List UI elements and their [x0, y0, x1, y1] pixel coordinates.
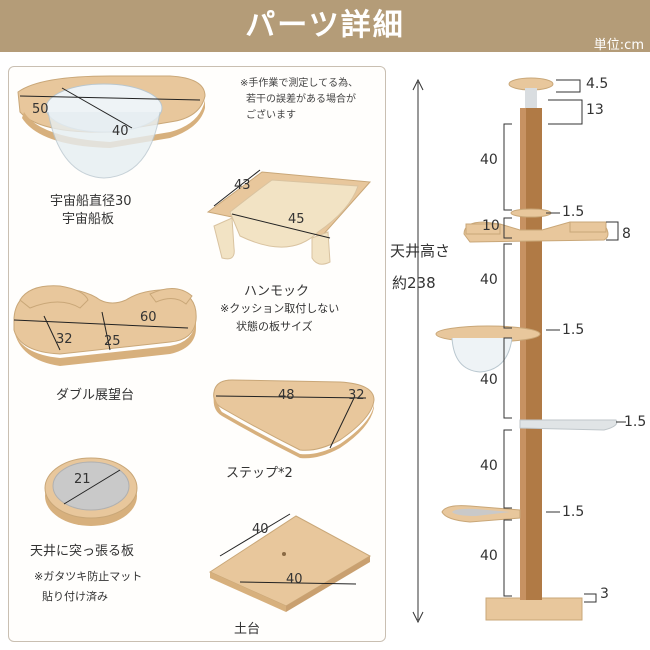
tower-dim-board1: 1.5 [562, 204, 585, 220]
spaceship-label: 宇宙船直径30 [50, 194, 132, 209]
note-line: ※手作業で測定してる為、 [240, 78, 359, 89]
base-dim-b: 40 [286, 572, 303, 587]
tower-dimension-lines [503, 79, 626, 603]
ceiling-dim-a: 21 [74, 472, 91, 487]
hammock-dim-a: 43 [234, 178, 251, 193]
measurement-note: ※手作業で測定してる為、 若干の誤差がある場合が ございます [240, 76, 358, 124]
hammock-illustration [206, 169, 372, 265]
tower-dim-board2: 1.5 [562, 322, 585, 338]
tower-dim-seg2: 40 [480, 272, 498, 288]
step-dim-b: 32 [348, 388, 365, 403]
page-title: パーツ詳細 [245, 8, 405, 43]
step-dim-a: 48 [278, 388, 295, 403]
step-label: ステップ*2 [226, 466, 293, 481]
tower-dim-top-cap: 4.5 [586, 76, 609, 92]
double-deck-label: ダブル展望台 [56, 388, 135, 403]
tower-dim-side: 8 [622, 226, 631, 242]
ceiling-height-value: 約238 [392, 274, 436, 292]
tower-dim-top-gap: 13 [586, 102, 604, 118]
double-dim-c: 25 [104, 334, 121, 349]
spaceship-dim-a: 50 [32, 102, 49, 117]
tower-dim-seg5: 40 [480, 548, 498, 564]
double-deck-illustration [13, 285, 197, 366]
hammock-label: ハンモック [244, 284, 310, 299]
ceiling-note2: 貼り付け済み [42, 590, 108, 603]
spaceship-illustration [17, 75, 206, 179]
tower-illustration [435, 77, 618, 621]
base-label: 土台 [234, 622, 261, 637]
ceiling-board-illustration [44, 457, 138, 526]
spaceship-dim-b: 40 [112, 124, 129, 139]
note-line: 若干の誤差がある場合が [246, 94, 356, 105]
unit-label: 単位:cm [593, 38, 644, 53]
tower-dim-seg1: 40 [480, 152, 498, 168]
spaceship-board-label: 宇宙船板 [62, 212, 115, 227]
hammock-note2: 状態の板サイズ [236, 320, 313, 333]
base-dim-a: 40 [252, 522, 269, 537]
header-banner [0, 0, 650, 52]
ceiling-note1: ※ガタツキ防止マット [34, 570, 143, 583]
step-illustration [213, 379, 375, 459]
tower-dim-board3: 1.5 [624, 414, 647, 430]
ceiling-height-label: 天井高さ [390, 242, 451, 260]
ceiling-board-label: 天井に突っ張る板 [30, 544, 135, 559]
tower-dim-base: 3 [600, 586, 609, 602]
tower-dim-board4: 1.5 [562, 504, 585, 520]
base-illustration [208, 513, 372, 612]
double-dim-b: 32 [56, 332, 73, 347]
tower-height-arrow [412, 78, 424, 624]
tower-dim-seg4: 40 [480, 458, 498, 474]
hammock-note1: ※クッション取付しない [220, 302, 340, 315]
tower-dim-seg3: 40 [480, 372, 498, 388]
hammock-dim-b: 45 [288, 212, 305, 227]
note-line: ございます [246, 110, 296, 121]
double-dim-a: 60 [140, 310, 157, 325]
tower-dim-small: 10 [482, 218, 500, 234]
